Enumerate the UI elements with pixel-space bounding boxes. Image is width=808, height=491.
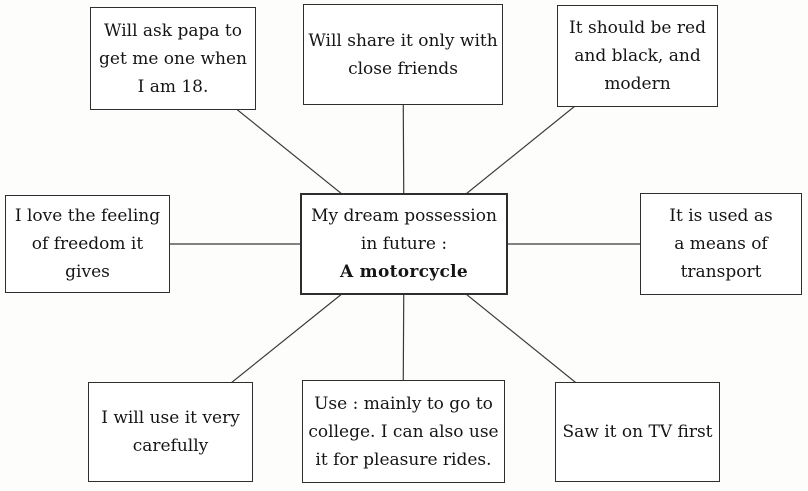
node-text-line: carefully	[132, 436, 209, 456]
center-topic-bold: A motorcycle	[339, 262, 469, 282]
node-text-line: of freedom it	[31, 234, 144, 254]
node-text-line: I love the feeling	[14, 206, 161, 226]
center-text-line: in future :	[360, 234, 448, 254]
node-text-line: gives	[65, 262, 110, 282]
node-top-middle: Will share it only with close friends	[303, 4, 503, 105]
node-middle-right: It is used as a means of transport	[640, 193, 802, 295]
node-bottom-right: Saw it on TV first	[555, 382, 720, 482]
node-text-line: a means of	[674, 234, 768, 254]
node-text-line: get me one when	[99, 48, 247, 69]
node-text-line: Saw it on TV first	[562, 422, 713, 442]
node-text-line: transport	[680, 262, 762, 282]
node-text-line: It should be red	[569, 18, 706, 38]
node-middle-left: I love the feeling of freedom it gives	[5, 195, 170, 293]
node-text-line: I will use it very	[101, 408, 240, 428]
node-bottom-middle: Use : mainly to go to college. I can als…	[302, 380, 505, 483]
node-text-line: Will share it only with	[308, 30, 498, 51]
node-text-line: and black, and	[574, 46, 701, 66]
node-text-line: close friends	[348, 58, 458, 79]
node-text-line: college. I can also use	[308, 421, 499, 442]
node-center-topic: My dream possession in future : A motorc…	[300, 193, 508, 295]
node-text-line: Use : mainly to go to	[314, 393, 493, 414]
node-text-line: I am 18.	[137, 76, 209, 97]
node-top-left: Will ask papa to get me one when I am 18…	[90, 7, 256, 110]
node-text-line: it for pleasure rides.	[315, 449, 492, 470]
center-text-line: My dream possession	[311, 206, 497, 226]
node-text-line: It is used as	[669, 206, 773, 226]
node-text-line: Will ask papa to	[104, 20, 242, 41]
node-top-right: It should be red and black, and modern	[557, 5, 718, 107]
node-bottom-left: I will use it very carefully	[88, 382, 253, 482]
node-text-line: modern	[604, 74, 671, 94]
